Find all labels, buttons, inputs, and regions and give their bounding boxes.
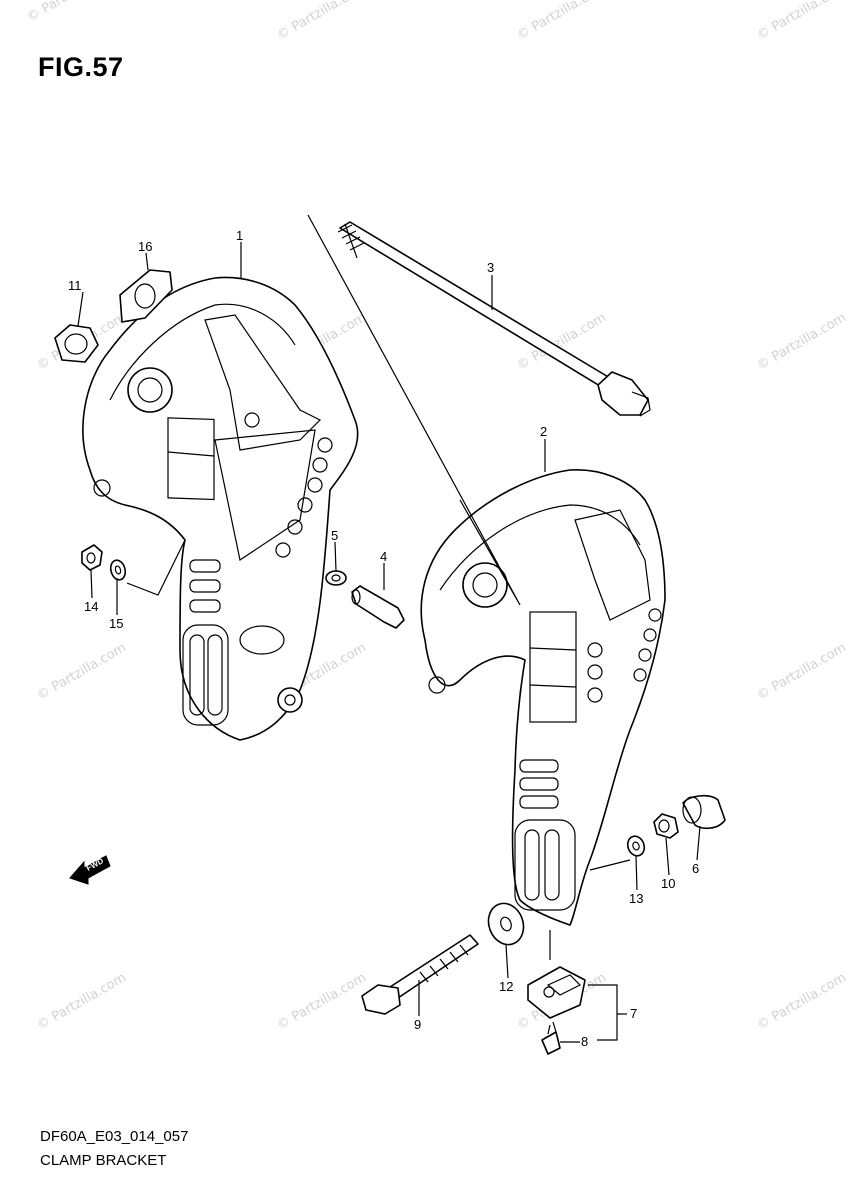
watermark: © Partzilla.com: [515, 0, 609, 43]
callout-5: 5: [331, 528, 338, 543]
callout-12: 12: [499, 979, 513, 994]
part-10-nut: [653, 813, 679, 839]
callout-6: 6: [692, 861, 699, 876]
callout-10: 10: [661, 876, 675, 891]
part-6-bushing: [682, 794, 726, 830]
part-15-washer: [109, 559, 127, 581]
part-5-washer: [325, 570, 347, 586]
callout-1: 1: [236, 228, 243, 243]
part-9-bolt: [361, 934, 479, 1015]
part-16-plate: [119, 269, 173, 323]
part-2-clamp-bracket-right: [420, 469, 666, 926]
callout-11: 11: [68, 278, 82, 293]
part-7-cap: [527, 966, 586, 1019]
leader-lines: [77, 214, 701, 1043]
callout-7: 7: [630, 1006, 637, 1021]
watermark: © Partzilla.com: [275, 970, 369, 1033]
fwd-arrow-icon: FWD: [69, 855, 111, 885]
callout-9: 9: [414, 1017, 421, 1032]
part-13-washer: [626, 835, 646, 857]
callout-13: 13: [629, 891, 643, 906]
drawing-name: CLAMP BRACKET: [40, 1152, 167, 1169]
watermark: © Partzilla.com: [35, 640, 129, 703]
callout-16: 16: [138, 239, 152, 254]
callout-14: 14: [84, 599, 98, 614]
callout-15: 15: [109, 616, 123, 631]
callout-2: 2: [540, 424, 547, 439]
callout-labels: 1 2 3 4 5 6 7 8 9 10 11 12 13 14 15 16: [68, 228, 699, 1049]
part-12-washer: [487, 902, 525, 946]
part-11-nut: [54, 324, 99, 363]
part-1-clamp-bracket-left: [82, 276, 359, 741]
figure-title: FIG.57: [38, 52, 124, 82]
callout-4: 4: [380, 549, 387, 564]
part-8-screw: [541, 1021, 561, 1055]
watermark: © Partzilla.com: [275, 0, 369, 43]
callout-8: 8: [581, 1034, 588, 1049]
part-14-bushing: [81, 544, 103, 571]
watermark-layer: © Partzilla.com © Partzilla.com © Partzi…: [25, 0, 848, 1033]
watermark: © Partzilla.com: [755, 970, 848, 1033]
part-3-through-bolt: [337, 221, 651, 417]
callout-3: 3: [487, 260, 494, 275]
part-4-pin: [351, 585, 405, 629]
watermark: © Partzilla.com: [35, 970, 129, 1033]
watermark: © Partzilla.com: [755, 310, 848, 373]
watermark: © Partzilla.com: [25, 0, 119, 25]
watermark: © Partzilla.com: [755, 0, 848, 43]
watermark: © Partzilla.com: [755, 640, 848, 703]
drawing-code: DF60A_E03_014_057: [40, 1128, 189, 1145]
